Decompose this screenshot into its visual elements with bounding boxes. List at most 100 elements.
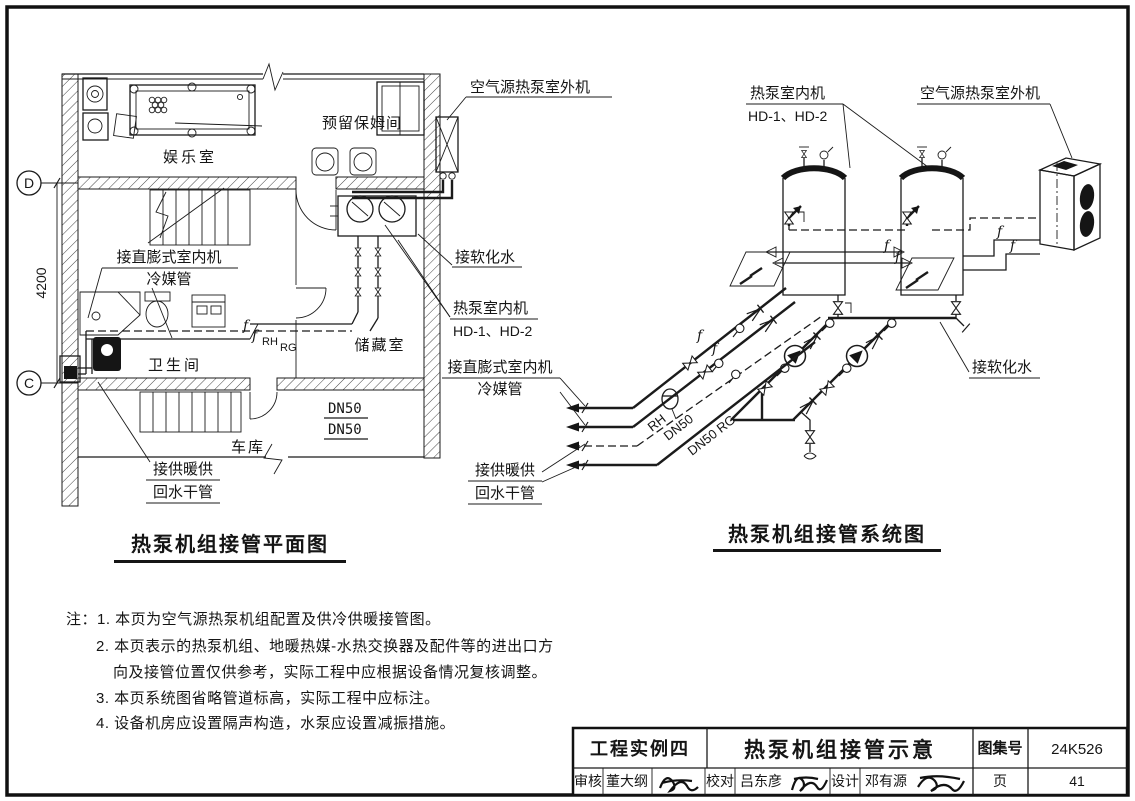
pipe-chase <box>59 355 81 383</box>
pipe-break-icon <box>803 452 817 460</box>
plan-title: 热泵机组接管平面图 <box>131 532 329 556</box>
sys-f6: f <box>711 341 720 357</box>
washer <box>191 294 226 328</box>
floor-drain-icon <box>91 311 101 321</box>
floor-plan: D C 4200 娱乐室 预留保姆间 卫生间 储藏室 车库 f f RH RG … <box>16 62 612 563</box>
plan-dx-label2: 冷媒管 <box>146 271 191 288</box>
stairs-lower <box>139 391 242 433</box>
sys-soft-label: 接软化水 <box>972 359 1032 376</box>
plan-pipes <box>59 180 454 383</box>
stairs-upper <box>147 187 251 246</box>
plan-pipe-f1: f <box>242 318 251 334</box>
design-label: 设计 <box>831 773 859 789</box>
dn50-labels: DN50 DN50 <box>324 401 368 440</box>
toilet-tank <box>144 291 171 302</box>
sys-f1: f <box>883 238 892 254</box>
proof-name: 吕东彦 <box>740 773 782 789</box>
valve-icon <box>950 301 962 315</box>
atlas-label: 图集号 <box>977 739 1022 757</box>
plan-heat-pump-units <box>330 195 417 332</box>
valve-icon <box>804 430 816 444</box>
check-valve-icon <box>802 331 822 351</box>
sys-f2: f <box>894 249 903 265</box>
review-name: 董大纲 <box>606 773 648 789</box>
room-entertainment: 娱乐室 <box>163 149 217 166</box>
valve-icon <box>819 380 835 396</box>
system-lower-pipes <box>730 295 971 460</box>
plan-heat-label2: 回水干管 <box>153 484 213 501</box>
sheet-title: 热泵机组接管示意 <box>744 738 936 762</box>
note-1: 注：1. 本页为空气源热泵机组配置及供冷供暖接管图。 <box>66 611 441 628</box>
plan-leader-labels: 空气源热泵室外机 接软化水 热泵室内机 HD-1、HD-2 接直膨式室内机 冷媒… <box>87 79 612 504</box>
sys-heat-label1: 接供暖供 <box>475 462 535 479</box>
gauge-icon <box>818 316 837 335</box>
project-name: 工程实例四 <box>590 738 690 759</box>
toilet-bowl <box>145 300 169 328</box>
system-diagram: f f f f <box>442 85 1103 552</box>
room-garage: 车库 <box>231 439 265 456</box>
plan-pipe-rg: RG <box>280 342 297 354</box>
fan-icon <box>1079 184 1095 210</box>
page-number: 41 <box>1069 773 1085 789</box>
billiard-balls <box>148 93 244 114</box>
tank-top-fittings <box>799 146 952 172</box>
plan-grid: D C 4200 <box>16 170 78 396</box>
design-signature <box>917 775 965 793</box>
plan-heat-label1: 接供暖供 <box>153 461 213 478</box>
dimension-4200: 4200 <box>33 267 49 298</box>
plan-pipe-f2: f <box>251 328 260 344</box>
grid-label-c: C <box>24 375 34 391</box>
sys-dx-label2: 冷媒管 <box>477 381 522 398</box>
valve-icon <box>784 211 794 225</box>
note-2a: 2. 本页表示的热泵机组、地暖热媒-水热交换器及配件等的进出口方 <box>96 637 554 655</box>
hx-tray-1 <box>729 251 791 287</box>
atlas-number: 24K526 <box>1051 741 1103 758</box>
check-valve-icon <box>864 331 884 351</box>
design-name: 邓有源 <box>865 773 907 789</box>
system-outdoor-unit <box>1037 157 1103 252</box>
title-block: 工程实例四 热泵机组接管示意 图集号 24K526 审核 董大纲 校对 吕东彦 … <box>571 726 1129 797</box>
sys-dx-label1: 接直膨式室内机 <box>447 359 552 376</box>
tank-hd2 <box>898 165 966 296</box>
room-bath: 卫生间 <box>148 357 202 374</box>
armchair <box>311 147 339 176</box>
note-4: 4. 设备机房应设置隔声构造，水泵应设置减振措施。 <box>96 714 455 732</box>
page-border <box>5 5 1130 797</box>
gauge-icon <box>880 316 899 335</box>
note-2b: 向及接管位置仅供参考，实际工程中应根据设备情况复核调整。 <box>113 663 547 681</box>
wall-break-symbol <box>262 62 284 92</box>
sys-outdoor-label: 空气源热泵室外机 <box>920 85 1040 102</box>
plan-soft-label: 接软化水 <box>455 249 515 266</box>
plan-pipe-rh: RH <box>262 336 278 348</box>
billiard-cue <box>174 122 263 127</box>
sys-indoor-label1: 热泵室内机 <box>750 85 825 102</box>
dn50-bottom: DN50 <box>328 422 362 438</box>
plan-doors <box>249 189 337 420</box>
dn50-top: DN50 <box>328 401 362 417</box>
note-3: 3. 本页系统图省略管道标高，实际工程中应标注。 <box>96 689 440 707</box>
plan-dx-label1: 接直膨式室内机 <box>116 249 221 266</box>
valve-icon <box>757 380 773 396</box>
gauge-icon <box>725 367 743 387</box>
proof-signature <box>790 776 829 792</box>
system-leader-labels: 热泵室内机 HD-1、HD-2 空气源热泵室外机 接软化水 接直膨式室内机 冷媒… <box>442 85 1073 505</box>
expansion-tank-icon <box>661 388 679 420</box>
bathroom-fixtures <box>79 291 226 371</box>
room-storage: 储藏室 <box>354 337 405 354</box>
armchair <box>349 147 377 176</box>
fan-top-icon <box>1052 161 1078 170</box>
proof-label: 校对 <box>706 773 734 789</box>
console-cabinet <box>82 77 137 141</box>
tank-hd1 <box>780 165 848 296</box>
valve-icon <box>832 301 844 315</box>
billiard-table <box>129 82 263 138</box>
review-label: 审核 <box>574 773 602 789</box>
sys-f3: f <box>996 224 1005 240</box>
notes: 注：1. 本页为空气源热泵机组配置及供冷供暖接管图。 2. 本页表示的热泵机组、… <box>66 611 554 732</box>
plan-outdoor-label: 空气源热泵室外机 <box>470 79 590 96</box>
floor-break-symbol <box>263 443 283 475</box>
sys-f5: f <box>696 328 705 344</box>
plan-indoor-label2: HD-1、HD-2 <box>453 323 533 339</box>
